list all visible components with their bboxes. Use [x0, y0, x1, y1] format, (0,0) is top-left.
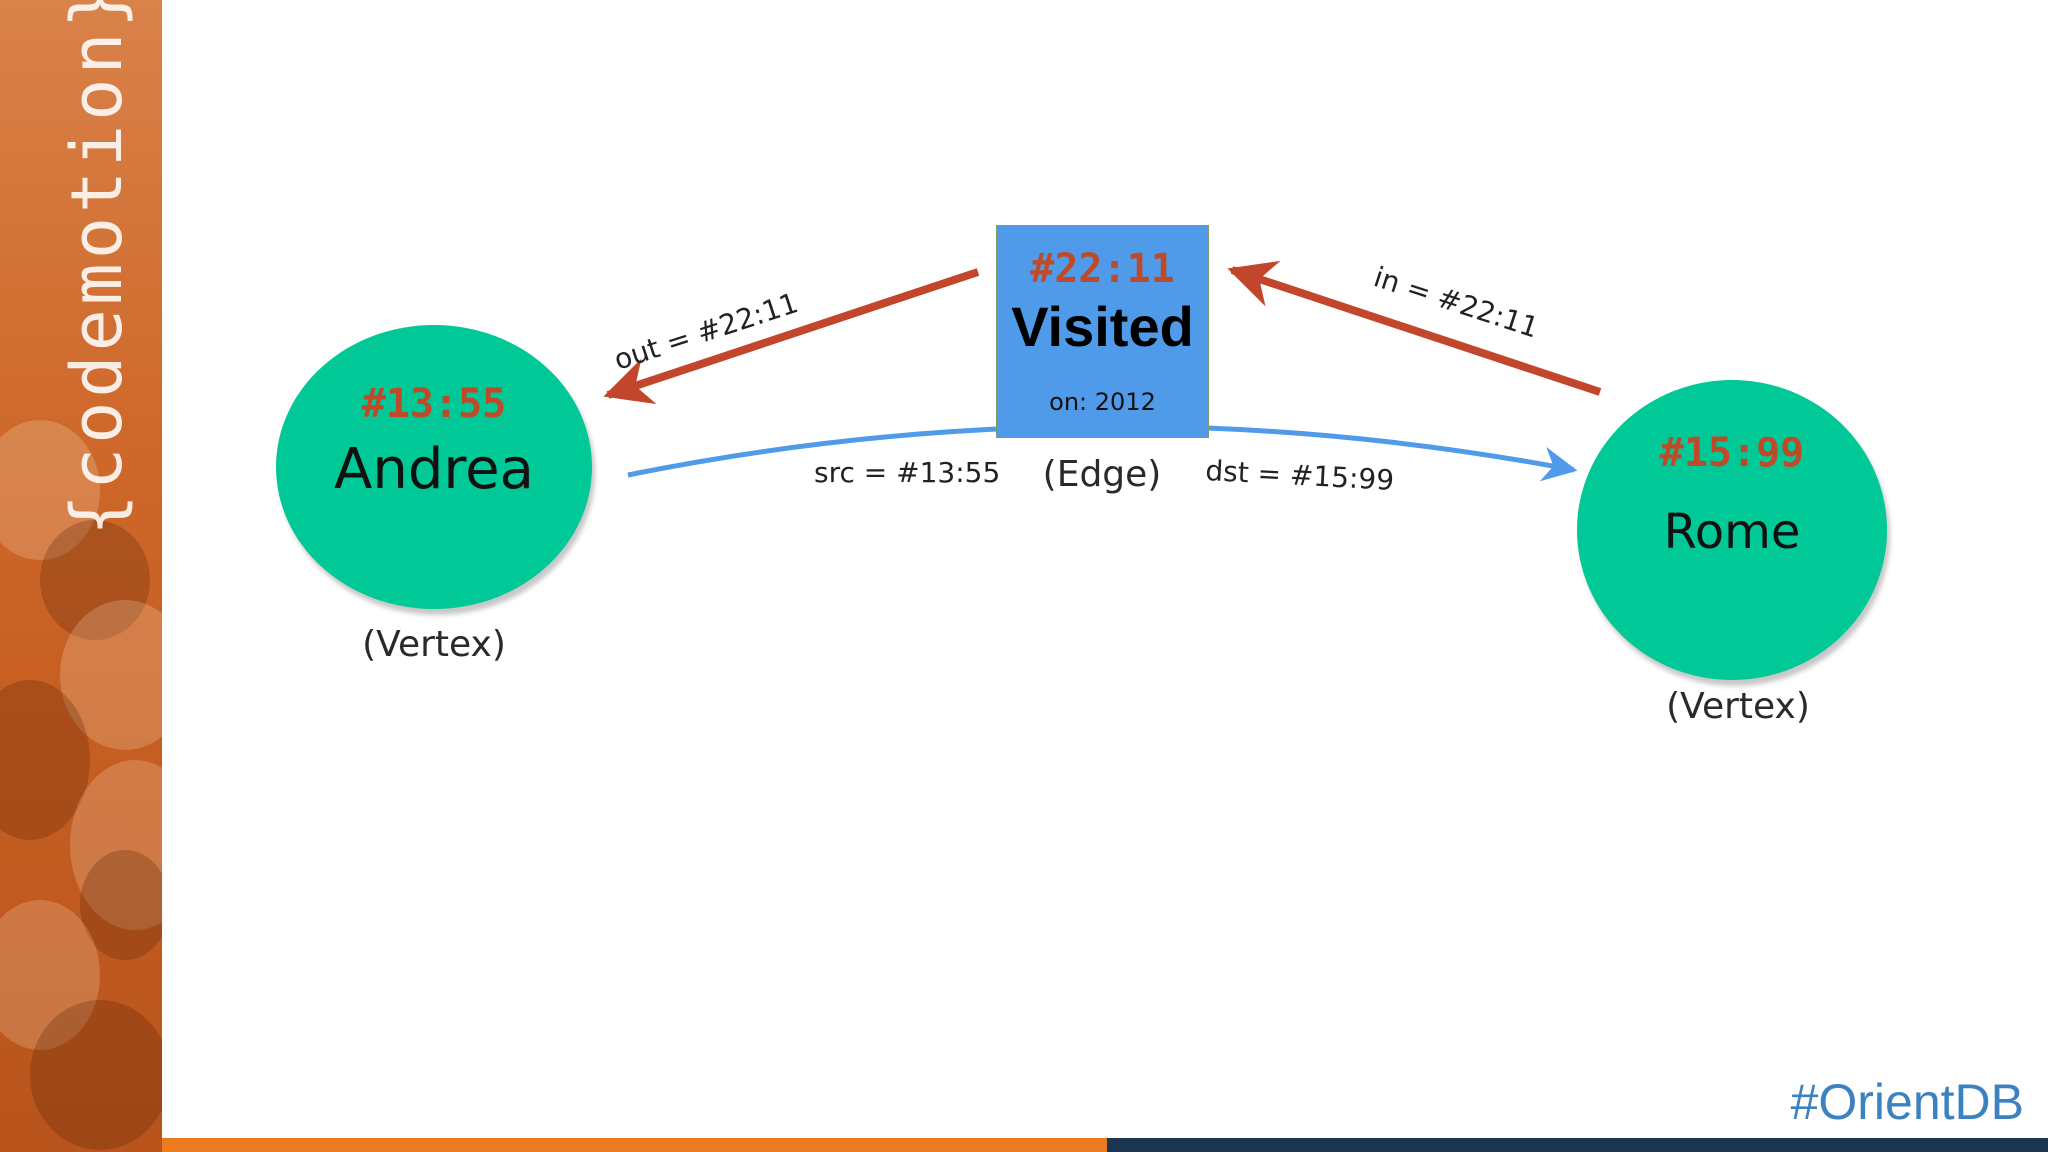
edge-property: on: 2012 [1049, 388, 1156, 416]
vertex-caption: (Vertex) [362, 624, 506, 665]
in-pointer-arrow [1227, 260, 1602, 396]
photo-texture [0, 420, 100, 560]
codemotion-sidebar: {codemotion} [0, 0, 162, 1152]
out-pointer-arrow [603, 268, 980, 405]
vertex-rid: #15:99 [1659, 430, 1805, 476]
edge-label: Visited [1011, 295, 1194, 358]
edge-rid: #22:11 [1030, 246, 1175, 292]
photo-texture [30, 1000, 162, 1150]
photo-texture [80, 850, 162, 960]
src-label: src = #13:55 [814, 456, 1000, 489]
photo-texture [0, 900, 100, 1050]
edge-visited: #22:11 Visited on: 2012 [996, 225, 1209, 438]
vertex-name: Rome [1663, 504, 1801, 560]
vertex-andrea: #13:55 Andrea [276, 325, 592, 609]
dst-label: dst = #15:99 [1205, 454, 1395, 497]
footer-bar-orange [162, 1138, 1107, 1152]
vertex-rid: #13:55 [361, 381, 507, 427]
orientdb-hashtag: #OrientDB [1790, 1074, 2024, 1130]
in-label: in = #22:11 [1370, 260, 1543, 344]
vertex-name: Andrea [334, 437, 534, 502]
vertex-rome: #15:99 Rome [1577, 380, 1887, 680]
footer-bar-navy [1107, 1138, 2048, 1152]
vertex-caption: (Vertex) [1666, 686, 1810, 727]
photo-texture [40, 520, 150, 640]
photo-texture [60, 600, 162, 750]
edge-caption: (Edge) [1042, 454, 1162, 495]
